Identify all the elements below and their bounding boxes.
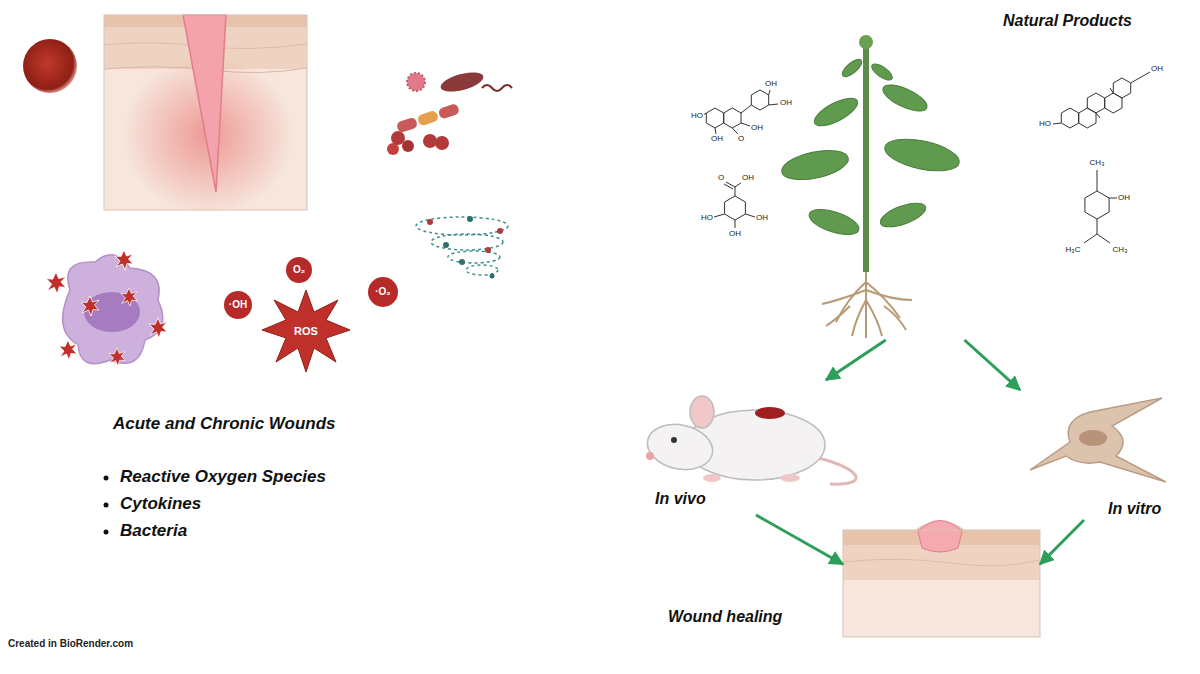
flow-arrow	[965, 340, 1021, 390]
blood-cell	[23, 39, 77, 93]
plant	[779, 35, 962, 338]
flow-arrow	[756, 515, 843, 564]
node-label: Wound healing	[668, 608, 782, 626]
atom-label: OH	[764, 79, 778, 88]
atom-label: OH	[779, 98, 793, 107]
healed-skin	[843, 521, 1040, 638]
node-label: In vivo	[655, 490, 706, 508]
atom-label: H₃C	[1065, 245, 1082, 254]
figure-node: In vitro	[1020, 390, 1180, 520]
text-label: Reactive Oxygen Species	[120, 467, 326, 487]
atom-label: OH	[755, 213, 769, 222]
atom-label: CH₃	[1089, 158, 1106, 167]
macrophage	[46, 250, 167, 366]
wounded-skin	[104, 15, 307, 215]
text-label: ROS	[294, 325, 318, 338]
figure-node: Natural Products	[835, 35, 1010, 340]
text-label: ·O₂	[375, 286, 391, 298]
atom-label: CH₃	[1112, 245, 1129, 254]
atom-label: O	[737, 134, 745, 143]
node-label: In vitro	[1108, 500, 1161, 518]
bacteria-cluster	[387, 69, 512, 155]
atom-label: HO	[700, 213, 714, 222]
node-label: Natural Products	[1003, 12, 1132, 30]
text-label: Created in BioRender.com	[8, 638, 133, 650]
figure-node: Wound healing	[843, 525, 1040, 637]
text-label: Cytokines	[120, 494, 201, 514]
atom-label: O	[717, 173, 725, 182]
flow-arrow	[1040, 520, 1084, 564]
atom-label: OH	[1117, 193, 1131, 202]
atom-label: OH	[728, 229, 742, 238]
atom-label: HO	[1038, 119, 1052, 128]
mouse	[643, 396, 856, 484]
bullet-dots	[104, 476, 109, 535]
ros-burst	[224, 257, 398, 372]
figure-node: In vivo	[640, 380, 840, 515]
text-label: O₂	[293, 264, 305, 276]
cytokine-swirl	[416, 216, 508, 279]
flow-arrow	[826, 340, 886, 380]
text-label: ·OH	[229, 299, 247, 311]
text-label: Bacteria	[120, 521, 187, 541]
fibroblast-cell	[1030, 398, 1166, 482]
atom-label: OH	[741, 173, 755, 182]
atom-label: OH	[710, 134, 724, 143]
atom-label: HO	[690, 111, 704, 120]
atom-label: OH	[1150, 64, 1164, 73]
atom-label: OH	[750, 123, 764, 132]
chemical-structures	[703, 72, 1150, 243]
text-label: Acute and Chronic Wounds	[113, 414, 336, 434]
